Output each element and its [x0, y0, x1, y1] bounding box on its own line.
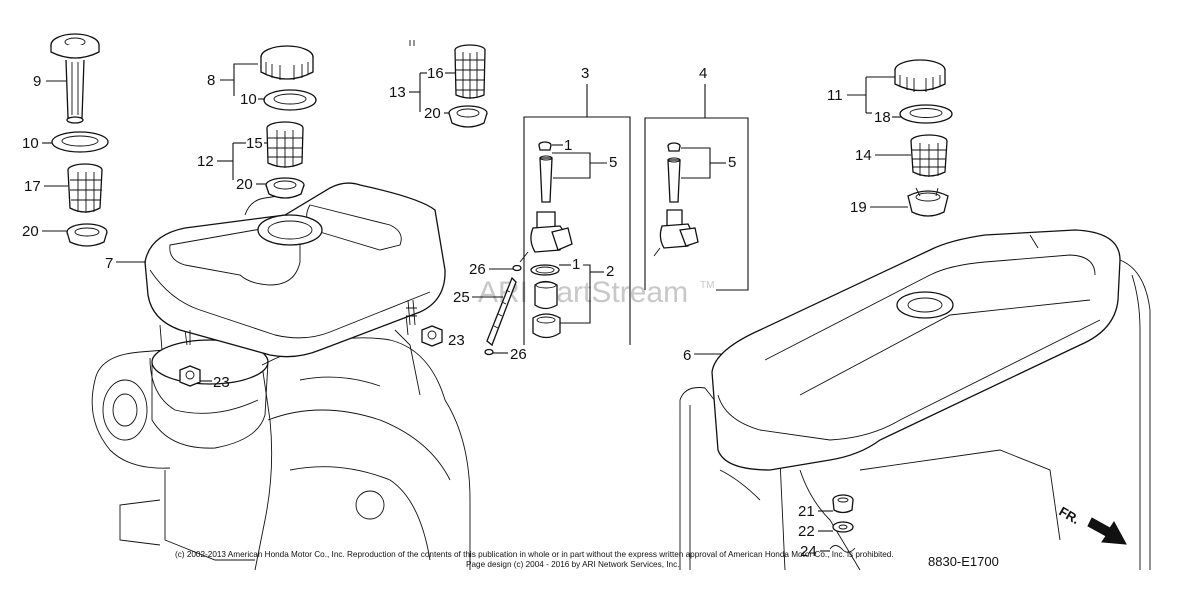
gasket-ring-left [51, 131, 109, 153]
callout-19: 19 [850, 199, 867, 216]
nut-23-left [179, 365, 201, 387]
gasket-ring-right [899, 104, 953, 124]
callout-24: 24 [800, 543, 817, 560]
callout-26-lower: 26 [510, 346, 527, 363]
copyright-line-2: Page design (c) 2004 - 2016 by ARI Netwo… [466, 560, 679, 569]
callout-23-right: 23 [448, 332, 465, 349]
clip-24 [829, 545, 856, 553]
callout-23-left: 23 [213, 374, 230, 391]
strainer-16 [454, 44, 486, 99]
fuel-valve-assembly-box-4 [644, 84, 749, 291]
strainer-left [67, 163, 103, 213]
callout-25: 25 [453, 289, 470, 306]
hose-clip-lower [484, 348, 494, 356]
callout-1-lower: 1 [572, 256, 580, 273]
callout-9: 9 [33, 73, 41, 90]
fuel-cap-with-strainer [50, 33, 100, 124]
callout-10-left: 10 [22, 135, 39, 152]
diagram-code: 8830-E1700 [928, 554, 999, 569]
strainer-holder-left [66, 223, 108, 247]
callout-18: 18 [874, 109, 891, 126]
strainer-holder-19 [907, 187, 949, 217]
washer-22 [832, 521, 854, 533]
callout-22: 22 [798, 523, 815, 540]
callout-20-left: 20 [22, 223, 39, 240]
callout-13: 13 [389, 84, 406, 101]
nut-23-right [421, 325, 443, 347]
callout-1-upper: 1 [564, 137, 572, 154]
watermark-tm: TM [700, 280, 714, 291]
callout-17: 17 [24, 178, 41, 195]
callout-8: 8 [207, 72, 215, 89]
callout-16: 16 [427, 65, 444, 82]
callout-6: 6 [683, 347, 691, 364]
hose-clip-upper [512, 264, 522, 272]
callout-12: 12 [197, 153, 214, 170]
fuel-cap-11 [894, 59, 946, 92]
fuel-valve-assembly-box [523, 84, 631, 345]
front-direction-arrow: FR. [1057, 504, 1127, 545]
strainer-holder-middle [265, 177, 305, 199]
callout-5-left: 5 [609, 154, 617, 171]
callout-20-middle: 20 [236, 176, 253, 193]
copyright-line-1: (c) 2002-2013 American Honda Motor Co., … [175, 550, 894, 559]
callout-7: 7 [105, 255, 113, 272]
strainer-14 [910, 134, 948, 177]
callout-26-upper: 26 [469, 261, 486, 278]
callout-21: 21 [798, 503, 815, 520]
callout-10-middle: 10 [240, 91, 257, 108]
callout-3: 3 [581, 65, 589, 82]
fuel-cap-8 [260, 45, 314, 80]
strainer-15 [266, 121, 304, 168]
callout-4: 4 [699, 65, 707, 82]
strainer-holder-right-top [448, 105, 488, 128]
gasket-ring-middle [263, 89, 317, 111]
fuel-tank-left [144, 182, 446, 358]
fuel-valve-3-parts [519, 141, 573, 339]
fuel-hose-25 [486, 276, 517, 347]
callout-2: 2 [606, 263, 614, 280]
callout-11: 11 [827, 87, 843, 104]
callout-14: 14 [855, 147, 872, 164]
callout-20-right: 20 [424, 105, 441, 122]
front-direction-label: FR. [1057, 504, 1083, 527]
callout-5-right: 5 [728, 154, 736, 171]
grommet-21 [832, 494, 854, 514]
fuel-tank-right [679, 229, 1151, 571]
fuel-valve-4-parts [653, 142, 699, 257]
callout-15: 15 [246, 135, 263, 152]
